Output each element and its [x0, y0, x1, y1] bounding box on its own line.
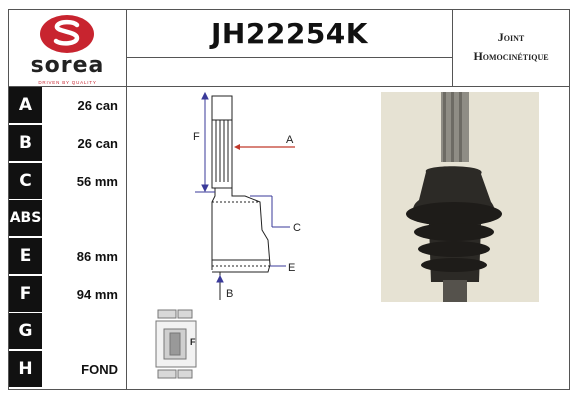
- divider: [452, 9, 453, 86]
- joint-body: [211, 188, 271, 300]
- spec-row-b: B 26 can: [9, 125, 126, 162]
- label-f: F: [193, 131, 200, 143]
- divider: [126, 9, 127, 390]
- spec-row-c: C 56 mm: [9, 163, 126, 200]
- spec-value: 26 can: [77, 135, 118, 151]
- spec-label: A: [9, 87, 42, 123]
- label-e: E: [288, 262, 295, 274]
- cv-joint-diagram: F A C E B: [193, 91, 301, 300]
- spec-value: 86 mm: [76, 248, 118, 264]
- spec-row-h: H FOND: [9, 351, 126, 388]
- product-type: Joint Homocinétique: [453, 28, 569, 66]
- divider: [8, 86, 570, 87]
- spec-row-e: E 86 mm: [9, 238, 126, 275]
- label-c: C: [293, 222, 301, 234]
- label-b: B: [226, 288, 233, 300]
- brand-name: sorea: [30, 53, 105, 78]
- spec-label: B: [9, 125, 42, 161]
- spec-value: [47, 200, 118, 236]
- cross-section-label: F: [190, 337, 196, 347]
- brand-tagline: DRIVEN BY QUALITY: [38, 80, 97, 85]
- spec-value: 26 can: [77, 97, 118, 113]
- photo-shaft: [441, 92, 469, 162]
- spec-value: [47, 313, 118, 349]
- spec-label: E: [9, 238, 42, 274]
- spec-label: ABS: [9, 200, 42, 236]
- product-type-line1: Joint: [497, 30, 525, 44]
- splined-shaft: [211, 95, 233, 189]
- spec-value: 56 mm: [76, 173, 118, 189]
- part-number: JH22254K: [211, 17, 368, 50]
- spec-label: C: [9, 163, 42, 199]
- arrow-a-head: [234, 144, 240, 150]
- spec-label: H: [9, 351, 42, 387]
- sorea-logo-icon: [40, 15, 94, 53]
- label-a: A: [286, 134, 294, 146]
- spec-row-a: A 26 can: [9, 87, 126, 124]
- spec-row-f: F 94 mm: [9, 276, 126, 313]
- spec-row-abs: ABS: [9, 200, 126, 237]
- cross-section-diagram: F: [155, 309, 197, 379]
- brand-logo: sorea DRIVEN BY QUALITY: [9, 10, 126, 85]
- divider: [126, 57, 452, 58]
- dimension-lines: [195, 91, 290, 283]
- product-photo: [381, 92, 539, 302]
- product-sheet: [8, 9, 570, 390]
- spec-row-g: G: [9, 313, 126, 350]
- spec-label: F: [9, 276, 42, 312]
- photo-boot: [406, 166, 502, 302]
- product-type-line2: Homocinétique: [473, 49, 549, 63]
- spec-label: G: [9, 313, 42, 349]
- spec-value: 94 mm: [76, 286, 118, 302]
- spec-value: FOND: [81, 361, 118, 377]
